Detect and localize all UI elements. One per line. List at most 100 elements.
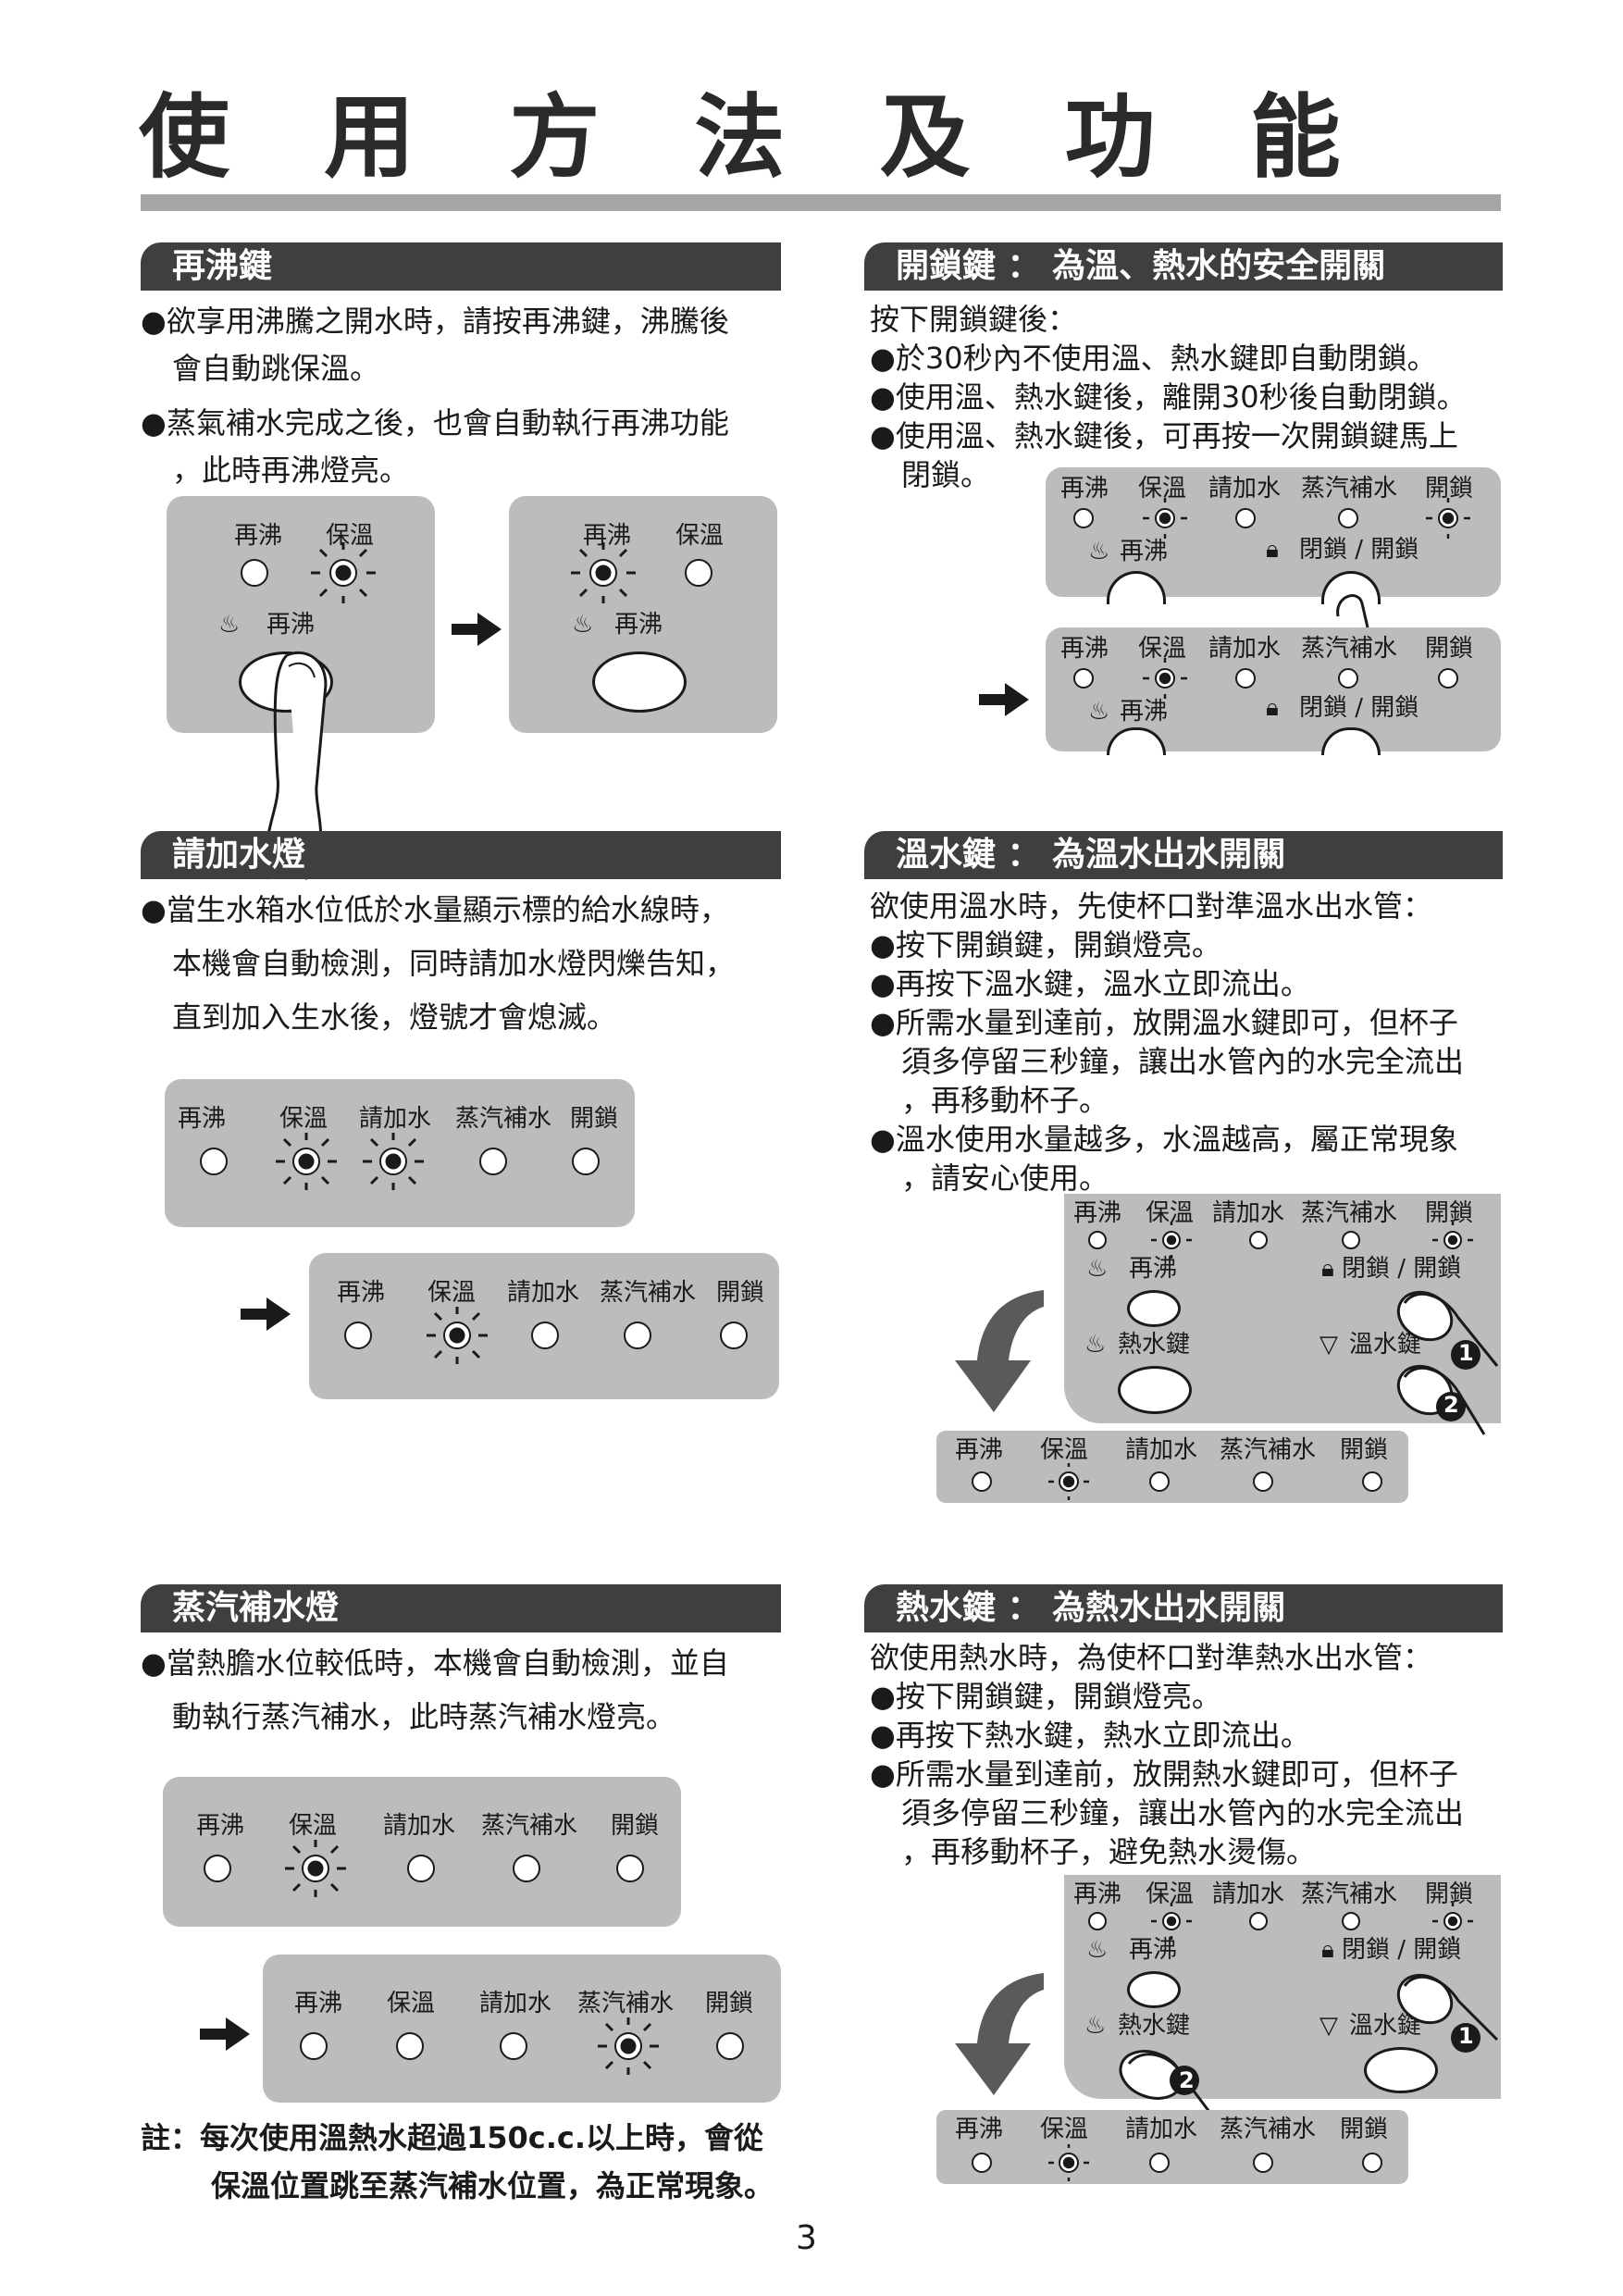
label-steam-refill: 蒸汽補水 (1220, 2116, 1317, 2143)
text-line: 欲使用熱水時，為使杯口對準熱水出水管： (870, 1640, 1433, 1675)
label-reboil: 再沸 (234, 522, 283, 550)
label-keepwarm: 保溫 (1146, 1880, 1195, 1908)
label-keepwarm: 保溫 (427, 1279, 477, 1307)
led-steam-refill (1253, 1471, 1273, 1492)
finger-press-icon (1396, 1290, 1499, 1435)
label-steam-refill: 蒸汽補水 (1301, 475, 1398, 503)
warm-water-button[interactable] (1364, 2047, 1438, 2093)
arrow-right-icon (979, 683, 1029, 716)
label-unlock: 開鎖 (705, 1990, 754, 2017)
led-steam-refill (513, 1855, 540, 1882)
steam-text: ●當熱膽水位較低時，本機會自動檢測，並自 動執行蒸汽補水，此時蒸汽補水燈亮。 (141, 1636, 729, 1744)
led-unlock (716, 2032, 744, 2060)
label-keepwarm: 保溫 (289, 1812, 338, 1840)
label-reboil: 再沸 (955, 2116, 1004, 2143)
reboil-button[interactable] (592, 652, 687, 713)
text-line: ●當生水箱水位低於水量顯示標的給水線時， (141, 892, 729, 927)
text-line: 本機會自動檢測，同時請加水燈閃爍告知， (172, 946, 736, 981)
indicator-panel-refill-flashing: 再沸 保溫 請加水 蒸汽補水 開鎖 (165, 1079, 635, 1227)
label-steam-refill: 蒸汽補水 (1301, 1199, 1398, 1227)
text-line: ●再按下熱水鍵，熱水立即流出。 (870, 1718, 1310, 1753)
section-heading-warm: 溫水鍵 ： 為溫水出水開關 (864, 831, 1503, 879)
led-steam-refill (1253, 2153, 1273, 2173)
label-keepwarm: 保溫 (1040, 1436, 1089, 1464)
label-refill: 請加水 (1212, 1880, 1285, 1908)
led-unlock (572, 1148, 600, 1175)
label-reboil: 再沸 (1073, 1880, 1122, 1908)
text-line: ，再移動杯子，避免熱水燙傷。 (901, 1834, 1317, 1869)
text-line: 直到加入生水後，燈號才會熄滅。 (172, 999, 617, 1035)
section-heading-unlock: 開鎖鍵 ： 為溫、熱水的安全開關 (864, 242, 1503, 291)
reboil-button[interactable] (1127, 1290, 1181, 1327)
steam-icon: ♨ (572, 611, 594, 639)
label-keepwarm: 保溫 (1146, 1199, 1195, 1227)
text-line: 須多停留三秒鐘，讓出水管內的水完全流出 (901, 1044, 1465, 1079)
label-unlock: 開鎖 (716, 1279, 765, 1307)
section-heading-reboil: 再沸鍵 (141, 242, 781, 291)
led-steam-refill (624, 1322, 651, 1349)
led-glow-icon (1143, 498, 1470, 539)
unlock-text: 按下開鎖鍵後： ●於30秒內不使用溫、熱水鍵即自動閉鎖。 ●使用溫、熱水鍵後，離… (870, 300, 1467, 494)
led-steam-refill (479, 1148, 507, 1175)
led-glow-icon (427, 1307, 488, 1364)
text-line: ●蒸氣補水完成之後，也會自動執行再沸功能 (141, 405, 729, 441)
reboil-button[interactable] (1127, 1971, 1181, 2008)
led-steam-refill (1342, 1231, 1360, 1249)
label-reboil: 再沸 (337, 1279, 386, 1307)
led-reboil (200, 1148, 228, 1175)
note-line: 註：每次使用溫熱水超過150c.c.以上時，會從 (141, 2120, 764, 2155)
step-marker-1: 1 (1458, 1340, 1474, 1366)
hot-water-button[interactable] (1118, 1366, 1192, 1414)
label-reboil: 再沸 (583, 522, 632, 550)
hot-water-icon: ♨ (1084, 1331, 1107, 1359)
text-line: ●按下開鎖鍵，開鎖燈亮。 (870, 1679, 1221, 1714)
hot-water-icon: ♨ (1084, 2012, 1107, 2040)
label-steam-refill: 蒸汽補水 (1301, 1880, 1398, 1908)
arrow-right-icon (200, 2017, 250, 2051)
led-refill (407, 1855, 435, 1882)
led-keepwarm (685, 559, 712, 587)
label-reboil: 再沸 (196, 1812, 245, 1840)
indicator-panel-warm-result: 再沸 保溫 請加水 蒸汽補水 開鎖 (936, 1431, 1408, 1503)
label-unlock: 開鎖 (1425, 1199, 1474, 1227)
finger-press-icon (1396, 1973, 1499, 2053)
led-refill (500, 2032, 527, 2060)
label-reboil: 再沸 (1060, 475, 1109, 503)
page-title: 使 用 方 法 及 功 能 (139, 85, 1372, 191)
led-glow-icon (276, 1133, 424, 1190)
label-reboil: 再沸 (1060, 635, 1109, 663)
led-refill (1149, 2153, 1170, 2173)
arrow-right-icon (452, 613, 502, 646)
led-reboil (1088, 1231, 1107, 1249)
led-reboil (204, 1855, 231, 1882)
led-glow-icon (311, 542, 376, 603)
label-steam-refill: 蒸汽補水 (455, 1105, 552, 1133)
step-marker-2: 2 (1443, 1392, 1459, 1418)
text-line: ●於30秒內不使用溫、熱水鍵即自動閉鎖。 (870, 341, 1437, 376)
label-keepwarm: 保溫 (387, 1990, 436, 2017)
label-refill: 請加水 (1208, 635, 1282, 663)
label-hot-key: 熱水鍵 (1118, 2012, 1191, 2040)
label-hot-key: 熱水鍵 (1118, 1331, 1191, 1359)
text-line: ●所需水量到達前，放開溫水鍵即可，但杯子 (870, 1005, 1458, 1040)
steam-icon: ♨ (218, 611, 241, 639)
led-reboil (972, 1471, 992, 1492)
led-glow-icon (1048, 1463, 1089, 1500)
label-refill: 請加水 (479, 1990, 552, 2017)
label-reboil-key: 再沸 (1129, 1936, 1178, 1964)
footnote: 註：每次使用溫熱水超過150c.c.以上時，會從 保溫位置跳至蒸汽補水位置，為正… (141, 2114, 774, 2210)
label-steam-refill: 蒸汽補水 (1301, 635, 1398, 663)
led-unlock (720, 1322, 748, 1349)
label-keepwarm: 保溫 (279, 1105, 328, 1133)
text-line: 會自動跳保溫。 (172, 351, 380, 386)
text-line: ，再移動杯子。 (901, 1083, 1109, 1118)
text-line: ，請安心使用。 (901, 1160, 1109, 1196)
cup-icon: ▽ (1319, 1331, 1338, 1359)
led-keepwarm (396, 2032, 424, 2060)
label-unlock: 開鎖 (1425, 475, 1474, 503)
label-refill: 請加水 (383, 1812, 456, 1840)
label-refill: 請加水 (507, 1279, 580, 1307)
led-steam-refill (1342, 1912, 1360, 1930)
indicator-panel-steam-before: 再沸 保溫 請加水 蒸汽補水 開鎖 (163, 1777, 681, 1927)
lock-icon: 🔒︎ (1266, 536, 1279, 564)
